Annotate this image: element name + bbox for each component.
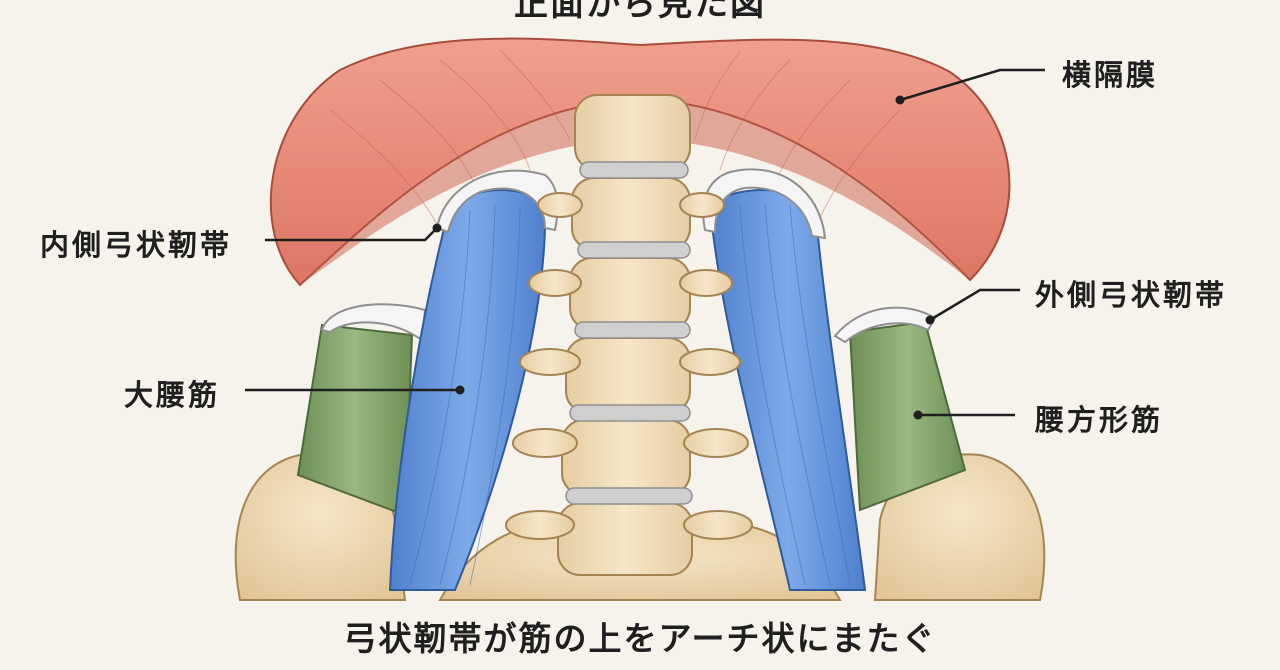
lumbar-spine xyxy=(505,94,753,576)
leader-diaphragm xyxy=(899,68,1045,102)
label-quadratus: 腰方形筋 xyxy=(1035,403,1164,437)
leader-lateral-arcuate xyxy=(929,288,1020,322)
leader-dots xyxy=(432,95,935,420)
diagram-caption: 弓状靭帯が筋の上をアーチ状にまたぐ xyxy=(343,619,937,658)
medial-arcuate-left xyxy=(435,169,559,234)
label-diaphragm: 横隔膜 xyxy=(1062,58,1159,92)
label-lateral-arcuate: 外側弓状靭帯 xyxy=(1035,278,1228,312)
label-medial-arcuate: 内側弓状靭帯 xyxy=(40,228,233,262)
diagram-title: 正面から見た図 xyxy=(514,0,766,24)
leader-medial-arcuate xyxy=(265,227,438,242)
quadratus-lumborum-muscles xyxy=(296,320,967,517)
leader-lines xyxy=(245,68,1045,417)
quadratus-right xyxy=(848,320,967,512)
medial-arcuate-right xyxy=(702,168,827,240)
diaphragm-dome xyxy=(269,37,1011,287)
medial-arcuate-ligaments xyxy=(435,168,827,240)
label-psoas: 大腰筋 xyxy=(124,378,221,412)
